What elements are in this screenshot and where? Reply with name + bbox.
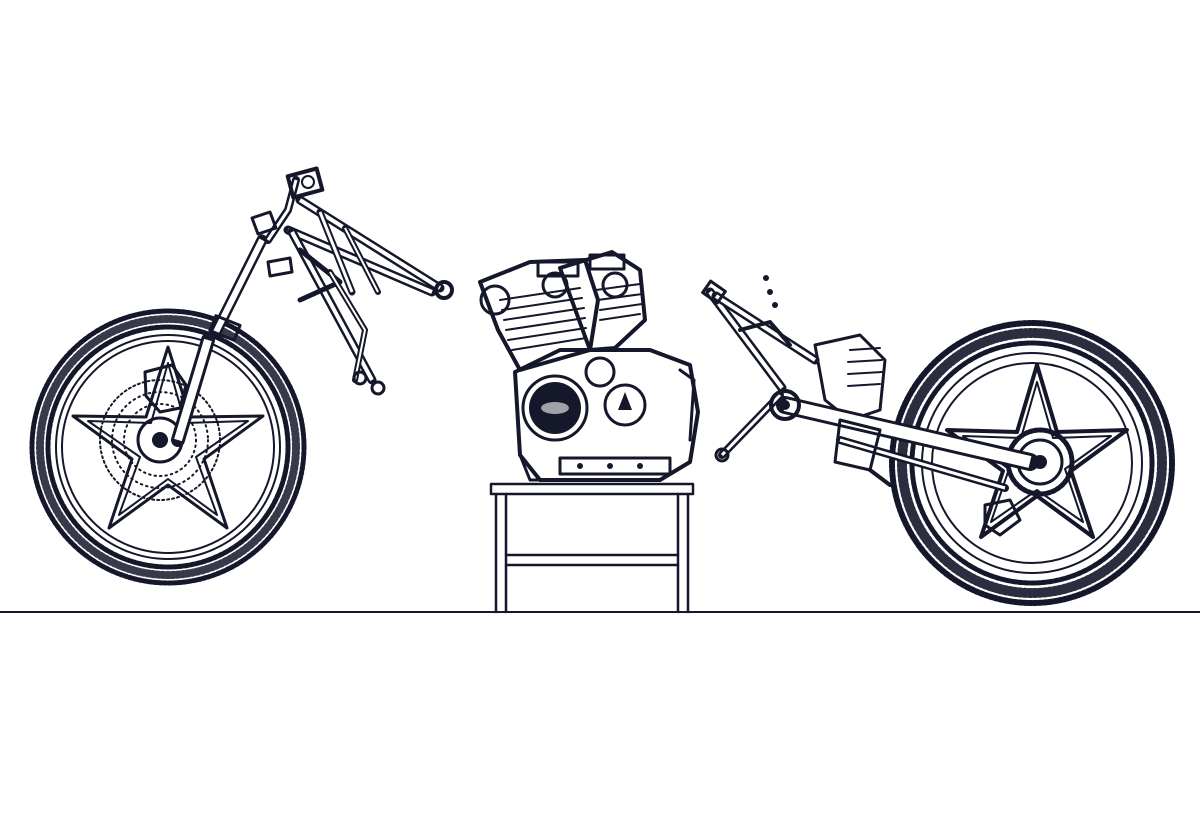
front-fork [171, 234, 268, 447]
engine-stand [489, 482, 695, 614]
swingarm [769, 389, 1039, 492]
rear-caliper [983, 498, 1022, 537]
engine-on-stand [478, 250, 700, 614]
front-tire [29, 308, 307, 586]
rear-subframe [701, 275, 820, 463]
front-wheel-spokes [71, 345, 265, 530]
front-frame [250, 166, 454, 396]
front-section [29, 166, 454, 586]
front-caliper [143, 363, 188, 414]
rear-shock-mount [813, 333, 887, 422]
rear-cylinder-fins [847, 347, 883, 387]
front-brake-disc [99, 379, 221, 501]
rear-section [701, 275, 1175, 606]
engine-block [478, 250, 700, 482]
